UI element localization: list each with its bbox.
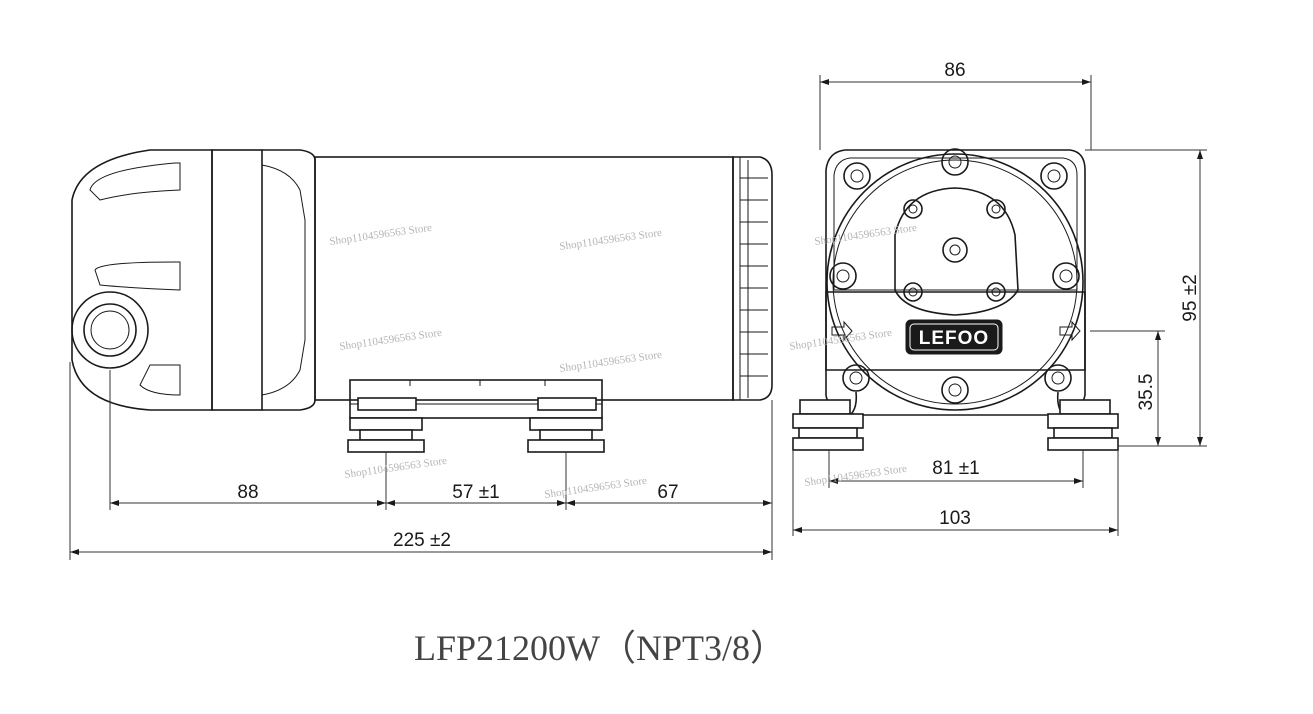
dim-88: 88 bbox=[237, 482, 258, 503]
pump-cover bbox=[826, 153, 1084, 411]
pump-head bbox=[71, 149, 213, 411]
lefoo-logo: LEFOO bbox=[905, 319, 1003, 355]
dim-86: 86 bbox=[944, 60, 965, 81]
dim-95: 95 ±2 bbox=[1180, 274, 1201, 321]
dim-35-5: 35.5 bbox=[1136, 374, 1157, 411]
svg-text:LEFOO: LEFOO bbox=[919, 328, 989, 349]
front-foot-left bbox=[792, 391, 864, 451]
clamp-ring bbox=[211, 149, 263, 411]
rubber-foot-right bbox=[527, 397, 605, 453]
motor-body bbox=[314, 156, 734, 401]
dim-103: 103 bbox=[939, 508, 971, 529]
fan-cap bbox=[732, 156, 773, 401]
model-caption: LFP21200W（NPT3/8） bbox=[414, 628, 786, 668]
front-housing bbox=[825, 149, 1086, 416]
svg-text:Shop1104596563 Store: Shop1104596563 Store bbox=[804, 463, 908, 489]
svg-text:Shop1104596563 Store: Shop1104596563 Store bbox=[814, 222, 918, 248]
outer-bolts bbox=[829, 148, 1080, 404]
svg-text:Shop1104596563 Store: Shop1104596563 Store bbox=[559, 227, 663, 253]
svg-text:Shop1104596563 Store: Shop1104596563 Store bbox=[559, 349, 663, 375]
side-view: 88 57 ±1 67 225 ±2 bbox=[69, 149, 773, 560]
svg-text:Shop1104596563 Store: Shop1104596563 Store bbox=[344, 455, 448, 481]
svg-text:Shop1104596563 Store: Shop1104596563 Store bbox=[329, 222, 433, 248]
front-view: LEFOO 86 bbox=[792, 60, 1207, 536]
dim-81: 81 ±1 bbox=[932, 458, 979, 479]
rubber-foot-left bbox=[347, 397, 425, 453]
inner-bolts bbox=[903, 199, 1006, 302]
front-foot-right bbox=[1047, 391, 1119, 451]
inlet-port bbox=[71, 291, 149, 369]
svg-text:Shop1104596563 Store: Shop1104596563 Store bbox=[544, 475, 648, 501]
dim-67: 67 bbox=[657, 482, 678, 503]
inlet-arrow-icon bbox=[831, 320, 853, 342]
dim-57: 57 ±1 bbox=[452, 482, 499, 503]
dim-225: 225 ±2 bbox=[393, 530, 451, 551]
svg-text:Shop1104596563 Store: Shop1104596563 Store bbox=[339, 327, 443, 353]
svg-text:Shop1104596563 Store: Shop1104596563 Store bbox=[789, 327, 893, 353]
outlet-arrow-icon bbox=[1059, 320, 1081, 342]
